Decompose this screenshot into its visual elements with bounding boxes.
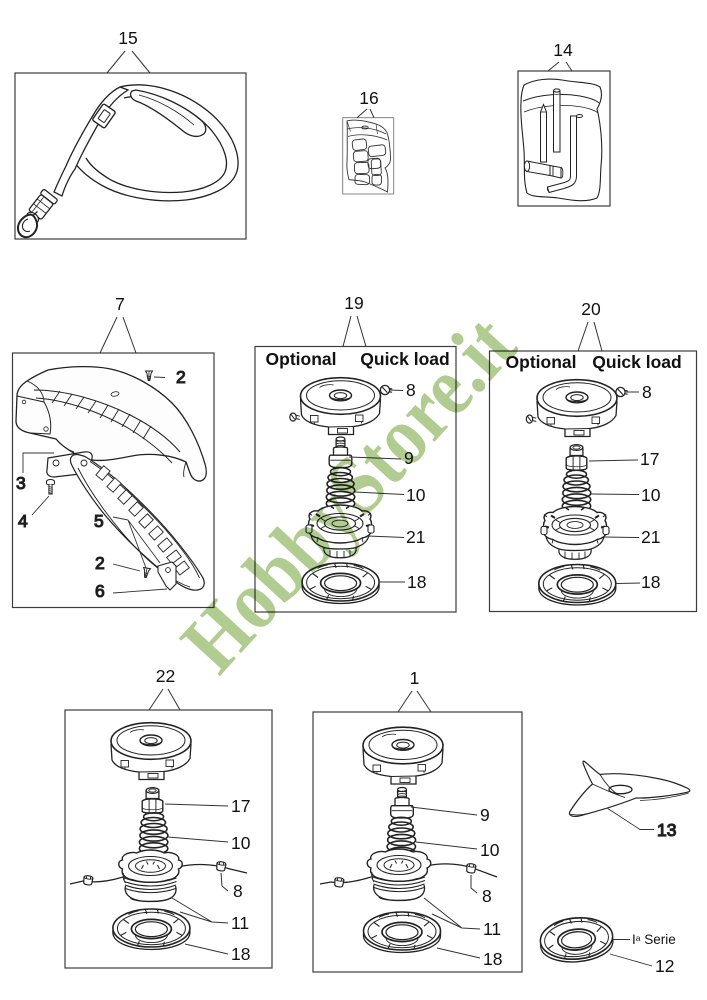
svg-text:5: 5 bbox=[94, 511, 104, 531]
svg-text:Optional: Optional bbox=[266, 349, 337, 369]
svg-text:Optional: Optional bbox=[506, 352, 577, 372]
svg-text:21: 21 bbox=[641, 527, 660, 547]
svg-text:9: 9 bbox=[480, 805, 490, 825]
svg-text:HobbyStore.it: HobbyStore.it bbox=[164, 298, 534, 690]
svg-text:8: 8 bbox=[642, 382, 652, 402]
svg-text:14: 14 bbox=[553, 40, 573, 60]
svg-text:20: 20 bbox=[581, 299, 601, 319]
svg-text:18: 18 bbox=[231, 944, 250, 964]
svg-text:Quick load: Quick load bbox=[592, 352, 681, 372]
svg-text:6: 6 bbox=[95, 581, 105, 601]
svg-text:2: 2 bbox=[176, 367, 186, 387]
svg-text:2: 2 bbox=[95, 553, 105, 573]
svg-text:18: 18 bbox=[407, 572, 426, 592]
svg-text:1: 1 bbox=[410, 668, 420, 688]
svg-text:18: 18 bbox=[641, 572, 660, 592]
svg-text:8: 8 bbox=[406, 380, 416, 400]
svg-text:7: 7 bbox=[115, 294, 125, 314]
svg-text:10: 10 bbox=[641, 485, 661, 505]
svg-text:11: 11 bbox=[231, 913, 249, 933]
svg-text:8: 8 bbox=[233, 881, 243, 901]
svg-text:9: 9 bbox=[404, 448, 414, 468]
svg-text:3: 3 bbox=[16, 473, 26, 493]
svg-text:17: 17 bbox=[231, 796, 250, 816]
svg-text:22: 22 bbox=[156, 666, 175, 686]
svg-text:4: 4 bbox=[18, 511, 28, 531]
svg-text:10: 10 bbox=[231, 833, 251, 853]
svg-text:Ia Serie: Ia Serie bbox=[632, 932, 676, 947]
svg-text:21: 21 bbox=[406, 527, 425, 547]
svg-text:13: 13 bbox=[657, 820, 676, 840]
svg-text:11: 11 bbox=[483, 919, 501, 939]
svg-text:17: 17 bbox=[640, 449, 659, 469]
svg-text:18: 18 bbox=[483, 949, 502, 969]
svg-text:8: 8 bbox=[482, 886, 492, 906]
svg-text:12: 12 bbox=[655, 956, 674, 976]
svg-text:10: 10 bbox=[406, 485, 426, 505]
svg-text:Quick load: Quick load bbox=[360, 349, 449, 369]
svg-text:19: 19 bbox=[344, 293, 363, 313]
svg-text:10: 10 bbox=[480, 840, 500, 860]
svg-text:15: 15 bbox=[118, 28, 137, 48]
svg-text:16: 16 bbox=[359, 88, 378, 108]
